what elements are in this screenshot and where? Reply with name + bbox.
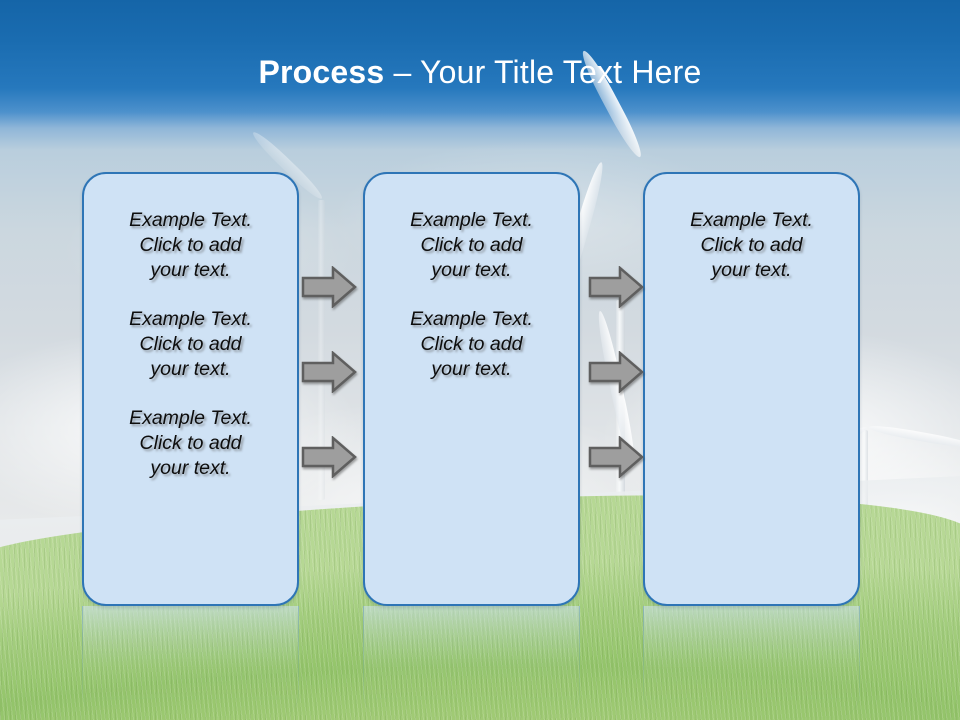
- arrow-right-icon[interactable]: [588, 436, 644, 478]
- title-rest-text: – Your Title Text Here: [384, 54, 702, 90]
- process-box-3-content: Example Text. Click to add your text.: [645, 174, 858, 283]
- arrow-right-icon[interactable]: [301, 266, 357, 308]
- process-box-2-text-1[interactable]: Example Text. Click to add your text.: [410, 209, 533, 281]
- arrow-right-icon[interactable]: [588, 266, 644, 308]
- process-box-3-text-1[interactable]: Example Text. Click to add your text.: [690, 209, 813, 281]
- process-box-3[interactable]: Example Text. Click to add your text.: [643, 172, 860, 606]
- process-box-1[interactable]: Example Text. Click to add your text. Ex…: [82, 172, 299, 606]
- arrow-right-icon[interactable]: [301, 436, 357, 478]
- process-box-2-text-2[interactable]: Example Text. Click to add your text.: [410, 308, 533, 380]
- process-box-1-content: Example Text. Click to add your text. Ex…: [84, 174, 297, 481]
- title-bold-word: Process: [258, 54, 385, 90]
- process-box-1-text-3[interactable]: Example Text. Click to add your text.: [129, 407, 252, 479]
- process-box-2-content: Example Text. Click to add your text. Ex…: [365, 174, 578, 382]
- process-box-1-text-1[interactable]: Example Text. Click to add your text.: [129, 209, 252, 281]
- process-box-2[interactable]: Example Text. Click to add your text. Ex…: [363, 172, 580, 606]
- arrow-right-icon[interactable]: [301, 351, 357, 393]
- process-box-1-text-2[interactable]: Example Text. Click to add your text.: [129, 308, 252, 380]
- arrow-right-icon[interactable]: [588, 351, 644, 393]
- page-title: Process – Your Title Text Here: [0, 52, 960, 92]
